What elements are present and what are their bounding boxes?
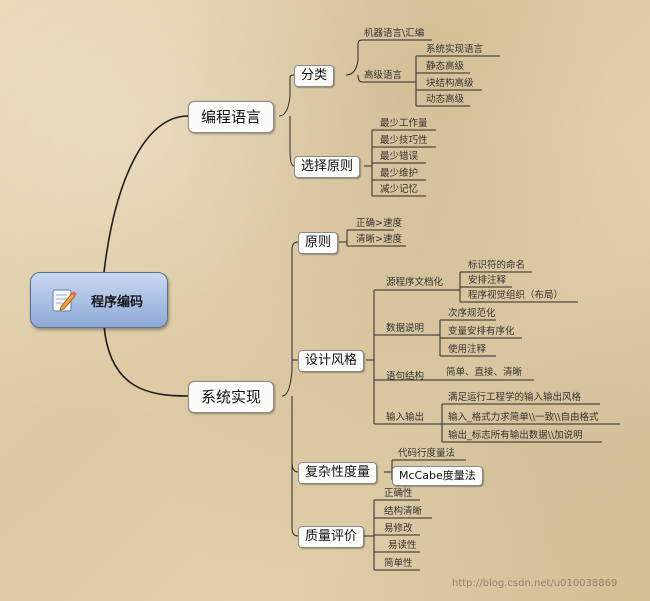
leaf-item[interactable]: 最少技巧性 xyxy=(380,135,428,146)
leaf-item[interactable]: 次序规范化 xyxy=(448,308,496,319)
leaf-item[interactable]: 简单性 xyxy=(384,558,413,569)
leaf-item[interactable]: 变量安排有序化 xyxy=(448,326,515,337)
node-selection-principle[interactable]: 选择原则 xyxy=(294,156,361,178)
node-design-style[interactable]: 设计风格 xyxy=(298,350,365,372)
node-label: McCabe度量法 xyxy=(399,469,476,482)
leaf-item[interactable]: 减少记忆 xyxy=(380,184,419,195)
leaf-item[interactable]: 代码行度量法 xyxy=(398,448,456,459)
leaf-item[interactable]: 输入_格式力求简单\\一致\\自由格式 xyxy=(448,412,599,423)
branch-system-implementation[interactable]: 系统实现 xyxy=(188,381,275,413)
node-label: 分类 xyxy=(301,68,328,83)
leaf-high-level-language[interactable]: 高级语言 xyxy=(364,70,403,81)
leaf-item[interactable]: 最少错误 xyxy=(380,151,419,162)
node-label: 设计风格 xyxy=(305,353,358,368)
root-node[interactable]: 程序编码 xyxy=(30,272,168,328)
node-label: 质量评价 xyxy=(305,529,358,544)
leaf-item[interactable]: 正确性 xyxy=(384,488,413,499)
leaf-item[interactable]: 最少维护 xyxy=(380,168,419,179)
leaf-item[interactable]: 系统实现语言 xyxy=(426,44,484,55)
branch-programming-language[interactable]: 编程语言 xyxy=(188,101,275,133)
leaf-data-description[interactable]: 数据说明 xyxy=(386,323,425,334)
node-label: 复杂性度量 xyxy=(305,465,371,480)
leaf-item[interactable]: 输出_标志所有输出数据\\加说明 xyxy=(448,430,583,441)
node-complexity-metric[interactable]: 复杂性度量 xyxy=(298,462,378,484)
leaf-item[interactable]: 动态高级 xyxy=(426,94,465,105)
leaf-item[interactable]: 安排注释 xyxy=(468,275,507,286)
leaf-item[interactable]: 正确>速度 xyxy=(356,218,402,229)
leaf-item[interactable]: 满足运行工程学的输入输出风格 xyxy=(448,392,582,403)
watermark: http://blog.csdn.net/u010038869 xyxy=(452,578,618,589)
leaf-item[interactable]: 清晰>速度 xyxy=(356,234,402,245)
node-principle[interactable]: 原则 xyxy=(298,232,339,254)
leaf-input-output[interactable]: 输入输出 xyxy=(386,412,425,423)
branch-label: 系统实现 xyxy=(201,388,262,406)
leaf-item[interactable]: 易读性 xyxy=(388,540,417,551)
node-classification[interactable]: 分类 xyxy=(294,65,335,87)
node-label: 选择原则 xyxy=(301,159,354,174)
leaf-item[interactable]: 使用注释 xyxy=(448,344,487,355)
document-pencil-icon xyxy=(52,289,77,312)
leaf-item[interactable]: 程序视觉组织（布局） xyxy=(468,290,564,301)
leaf-item[interactable]: 简单、直接、清晰 xyxy=(446,367,523,378)
leaf-statement-structure[interactable]: 语句结构 xyxy=(386,371,425,382)
leaf-source-documentation[interactable]: 源程序文档化 xyxy=(386,277,444,288)
leaf-item[interactable]: 静态高级 xyxy=(426,61,465,72)
leaf-machine-language[interactable]: 机器语言\汇编 xyxy=(364,28,425,39)
leaf-item[interactable]: 结构清晰 xyxy=(384,506,423,517)
leaf-item[interactable]: 易修改 xyxy=(384,523,413,534)
node-label: 原则 xyxy=(305,235,332,250)
branch-label: 编程语言 xyxy=(201,108,262,126)
root-label: 程序编码 xyxy=(91,294,144,310)
leaf-item[interactable]: 标识符的命名 xyxy=(468,260,526,271)
node-quality-evaluation[interactable]: 质量评价 xyxy=(298,526,365,548)
leaf-item[interactable]: 最少工作量 xyxy=(380,118,428,129)
leaf-item[interactable]: 块结构高级 xyxy=(426,78,474,89)
leaf-mccabe[interactable]: McCabe度量法 xyxy=(392,466,483,486)
